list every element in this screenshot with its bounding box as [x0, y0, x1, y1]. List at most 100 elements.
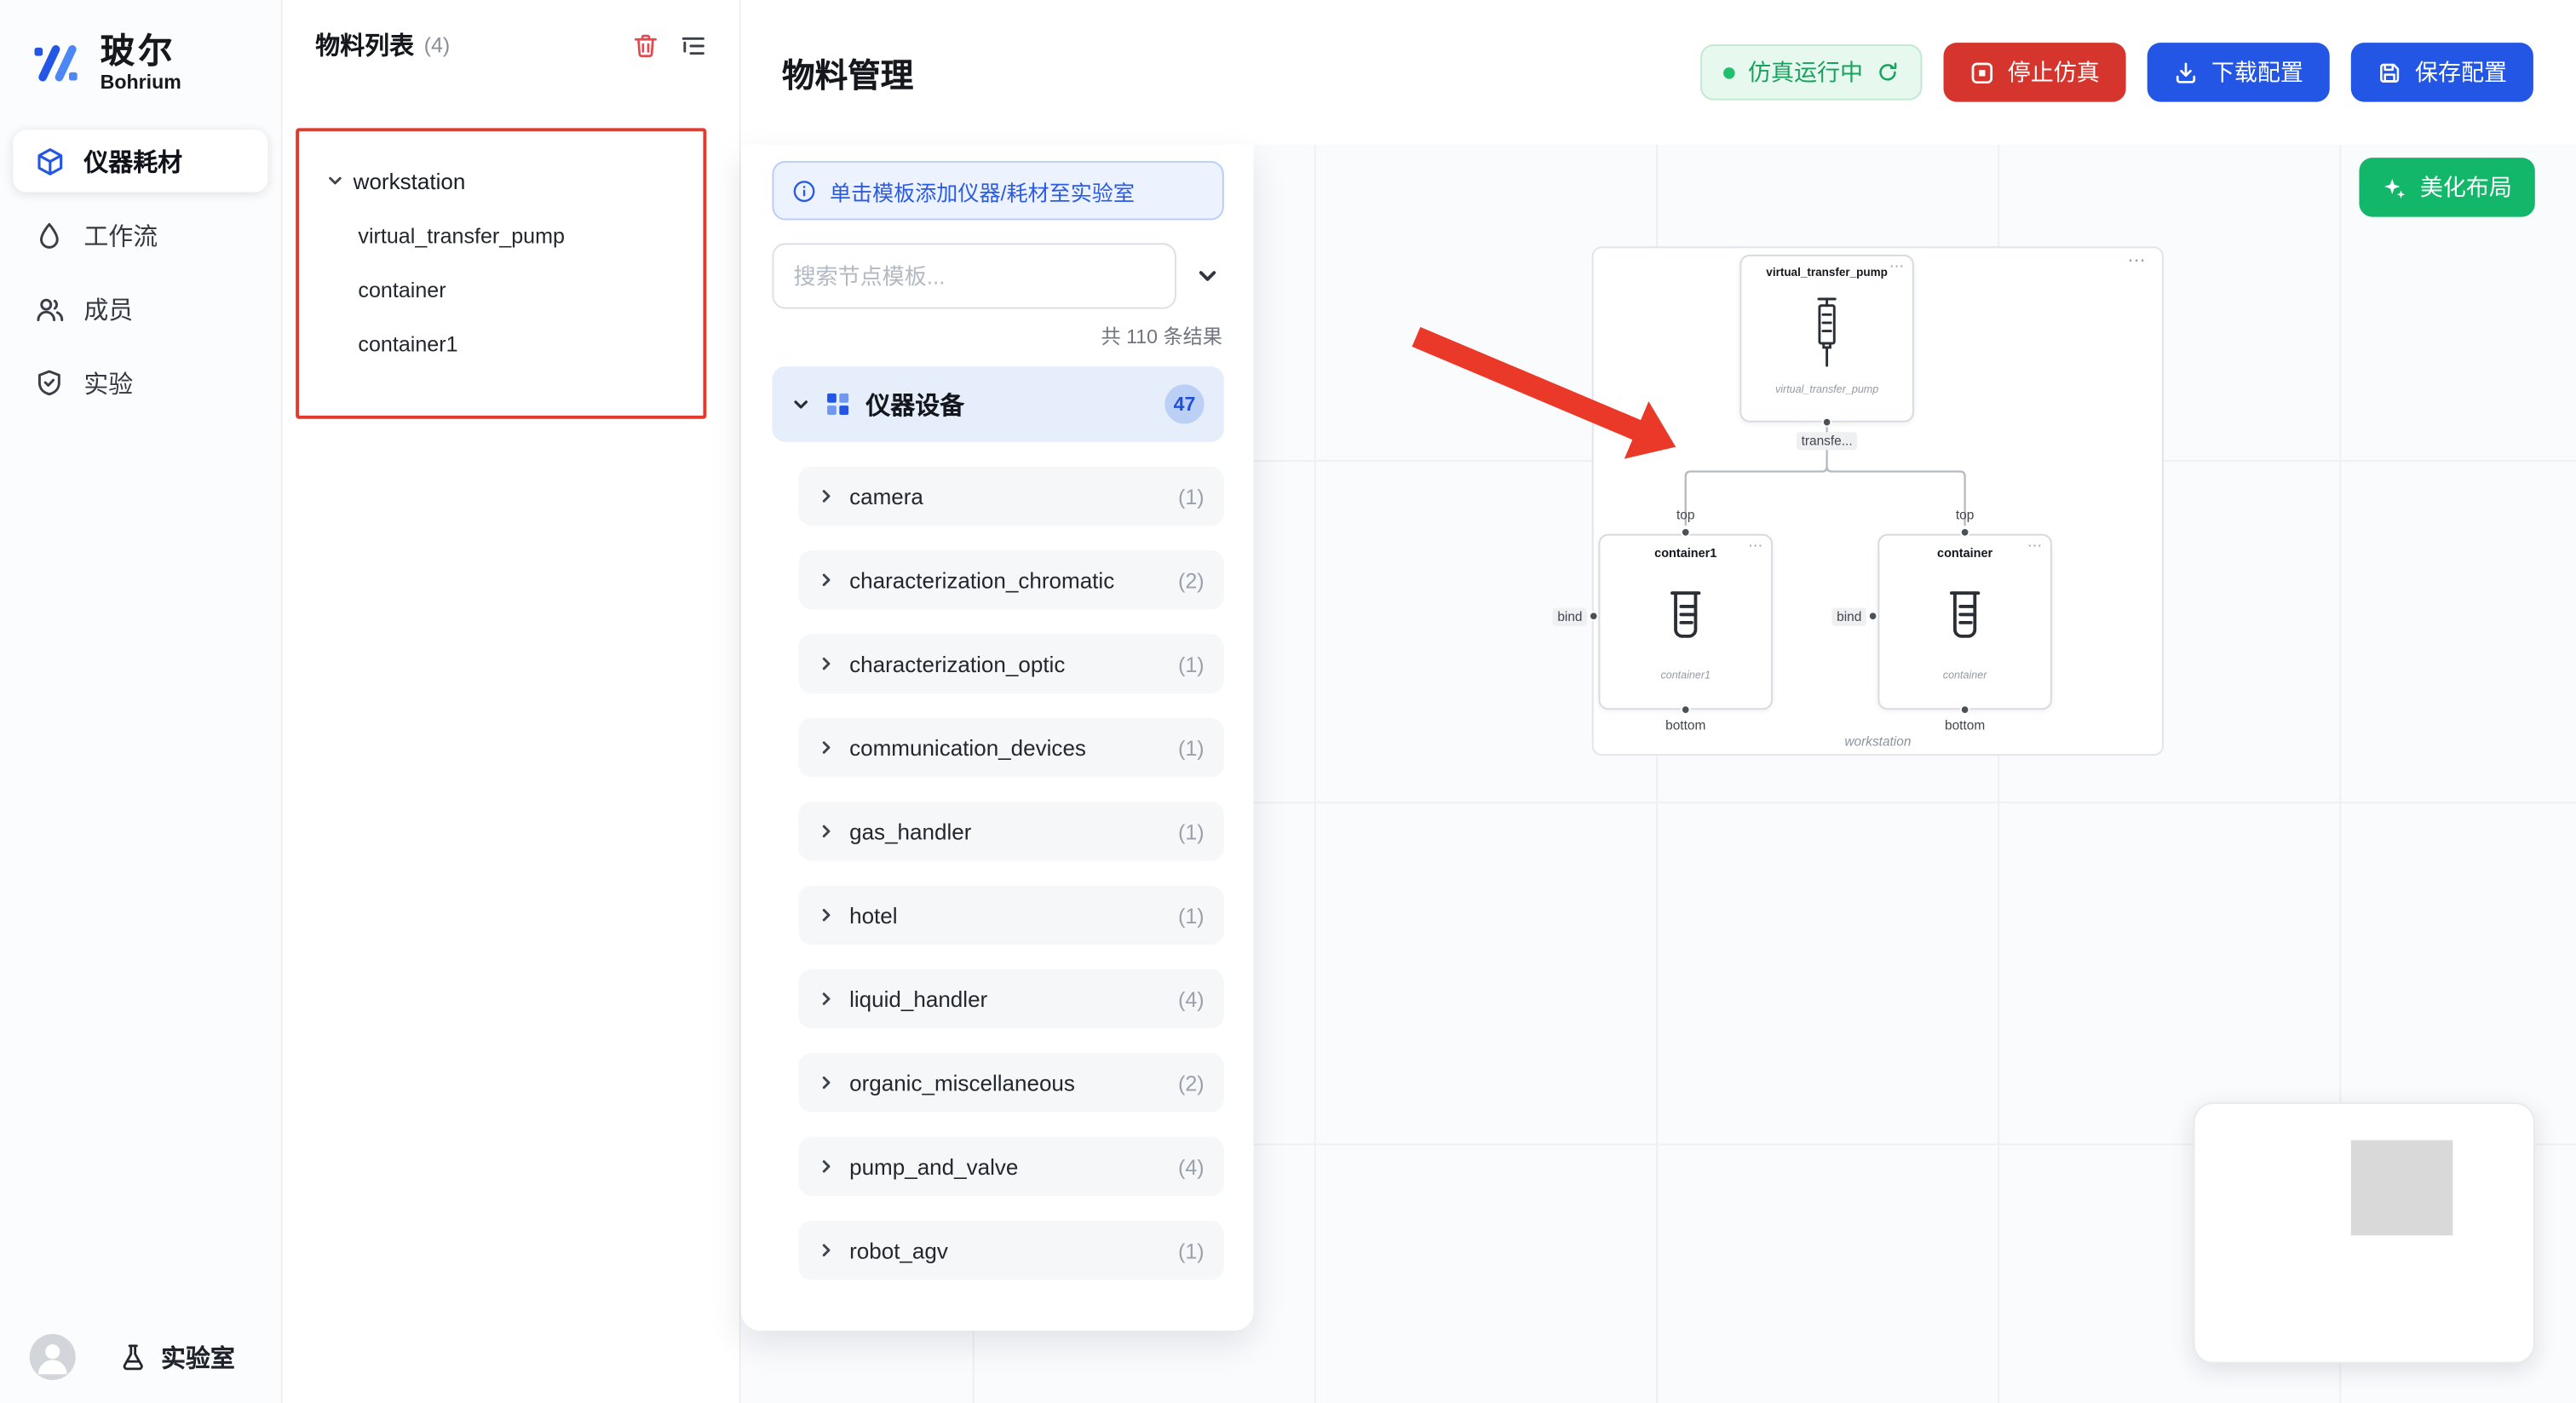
chevron-right-icon: [818, 572, 834, 588]
grid-icon: [825, 391, 851, 417]
download-label: 下载配置: [2211, 59, 2303, 86]
template-item-count: (1): [1178, 819, 1205, 844]
port-dot[interactable]: [1680, 527, 1691, 538]
main: 物料管理 仿真运行中: [740, 0, 2576, 1403]
sidebar-item-label: 仪器耗材: [83, 149, 183, 177]
template-item-name: organic_miscellaneous: [849, 1070, 1075, 1095]
minimap-viewport[interactable]: [2350, 1140, 2453, 1236]
port-dot[interactable]: [1959, 527, 1970, 538]
node-container[interactable]: container ⋯ container: [1877, 533, 2052, 710]
port-dot[interactable]: [1867, 611, 1878, 622]
template-item-count: (2): [1178, 567, 1205, 593]
members-icon: [33, 293, 66, 326]
sidebar-item-experiments[interactable]: 实验: [13, 352, 267, 414]
template-item-count: (4): [1178, 986, 1205, 1012]
template-item-name: characterization_chromatic: [849, 567, 1115, 593]
page-title: 物料管理: [782, 58, 914, 95]
template-item-characterization-optic[interactable]: characterization_optic (1): [798, 634, 1224, 693]
lab-switcher[interactable]: 实验室: [118, 1340, 235, 1375]
more-icon[interactable]: ⋯: [2027, 537, 2043, 554]
brand[interactable]: 玻尔 Bohrium: [0, 0, 281, 130]
category-count-badge: 47: [1164, 384, 1205, 424]
materials-title: 物料列表: [315, 32, 415, 61]
port-dot[interactable]: [1821, 417, 1832, 428]
materials-count: (4): [423, 32, 451, 58]
port-label-top: top: [1955, 507, 1975, 523]
workflow-icon: [33, 219, 66, 252]
tree-view-icon[interactable]: [677, 29, 710, 62]
template-item-gas-handler[interactable]: gas_handler (1): [798, 802, 1224, 861]
beaker-icon: [1651, 582, 1720, 651]
delete-icon[interactable]: [630, 29, 663, 62]
search-input[interactable]: [772, 243, 1176, 309]
chevron-right-icon: [818, 1074, 834, 1090]
status-label: 仿真运行中: [1748, 59, 1864, 86]
lab-label: 实验室: [161, 1344, 235, 1373]
tree-item-container[interactable]: container: [358, 276, 446, 302]
chevron-right-icon: [818, 656, 834, 672]
template-item-hotel[interactable]: hotel (1): [798, 885, 1224, 945]
template-item-characterization-chromatic[interactable]: characterization_chromatic (2): [798, 550, 1224, 610]
template-item-name: camera: [849, 483, 923, 509]
beautify-layout-button[interactable]: 美化布局: [2359, 158, 2535, 217]
refresh-icon[interactable]: [1876, 60, 1899, 83]
port-label-bind: bind: [1831, 607, 1867, 626]
template-item-robot-agv[interactable]: robot_agv (1): [798, 1220, 1224, 1280]
port-dot[interactable]: [1588, 611, 1599, 622]
simulation-status-pill[interactable]: 仿真运行中: [1700, 44, 1923, 101]
template-item-count: (2): [1178, 1070, 1205, 1095]
template-item-liquid-handler[interactable]: liquid_handler (4): [798, 969, 1224, 1029]
more-icon[interactable]: ⋯: [2127, 251, 2148, 272]
template-item-count: (4): [1178, 1153, 1205, 1179]
template-item-count: (1): [1178, 483, 1205, 509]
tree-node-label: workstation: [353, 168, 466, 193]
template-item-name: gas_handler: [849, 819, 972, 844]
template-item-name: characterization_optic: [849, 651, 1066, 676]
node-container1[interactable]: container1 ⋯ container1: [1598, 533, 1773, 710]
status-dot-icon: [1723, 66, 1735, 78]
template-item-count: (1): [1178, 735, 1205, 760]
more-icon[interactable]: ⋯: [1889, 257, 1905, 275]
avatar[interactable]: [29, 1334, 76, 1381]
sidebar-item-workflow[interactable]: 工作流: [13, 204, 267, 267]
stop-icon: [1969, 60, 1994, 84]
minimap[interactable]: [2193, 1102, 2535, 1364]
template-item-pump-and-valve[interactable]: pump_and_valve (4): [798, 1136, 1224, 1197]
node-caption: container: [1942, 670, 1987, 682]
tree-item-virtual-transfer-pump[interactable]: virtual_transfer_pump: [358, 222, 565, 248]
chevron-right-icon: [818, 1242, 834, 1258]
save-label: 保存配置: [2415, 59, 2508, 86]
chevron-down-icon: [327, 173, 343, 189]
port-dot[interactable]: [1680, 704, 1691, 715]
more-icon[interactable]: ⋯: [1748, 537, 1763, 554]
template-item-camera[interactable]: camera (1): [798, 466, 1224, 526]
category-instruments[interactable]: 仪器设备 47: [772, 366, 1224, 442]
category-label: 仪器设备: [865, 391, 965, 420]
template-hint-banner[interactable]: 单击模板添加仪器/耗材至实验室: [772, 161, 1224, 221]
port-label-bottom: bottom: [1665, 717, 1706, 733]
template-item-count: (1): [1178, 902, 1205, 928]
tree-node-workstation[interactable]: workstation: [327, 163, 690, 198]
save-icon: [2378, 60, 2402, 84]
download-config-button[interactable]: 下载配置: [2147, 43, 2330, 102]
nav-rail: 玻尔 Bohrium 仪器耗材 工作流: [0, 0, 283, 1403]
port-dot[interactable]: [1959, 704, 1970, 715]
chevron-down-icon[interactable]: [1191, 260, 1224, 293]
syringe-icon: [1806, 294, 1849, 373]
stop-simulation-button[interactable]: 停止仿真: [1943, 43, 2126, 102]
template-item-communication-devices[interactable]: communication_devices (1): [798, 717, 1224, 778]
tree-item-container1[interactable]: container1: [358, 331, 458, 356]
save-config-button[interactable]: 保存配置: [2350, 43, 2533, 102]
node-virtual-transfer-pump[interactable]: virtual_transfer_pump ⋯: [1739, 254, 1914, 423]
chevron-right-icon: [818, 823, 834, 839]
port-label-transfer: transfe...: [1796, 432, 1858, 451]
chevron-right-icon: [818, 907, 834, 923]
sidebar-item-members[interactable]: 成员: [13, 278, 267, 340]
template-item-name: hotel: [849, 902, 898, 928]
sidebar-item-instruments[interactable]: 仪器耗材: [13, 129, 268, 193]
template-item-organic-miscellaneous[interactable]: organic_miscellaneous (2): [798, 1053, 1224, 1113]
cube-icon: [33, 145, 66, 178]
main-header: 物料管理 仿真运行中: [740, 0, 2576, 145]
download-icon: [2174, 60, 2199, 84]
